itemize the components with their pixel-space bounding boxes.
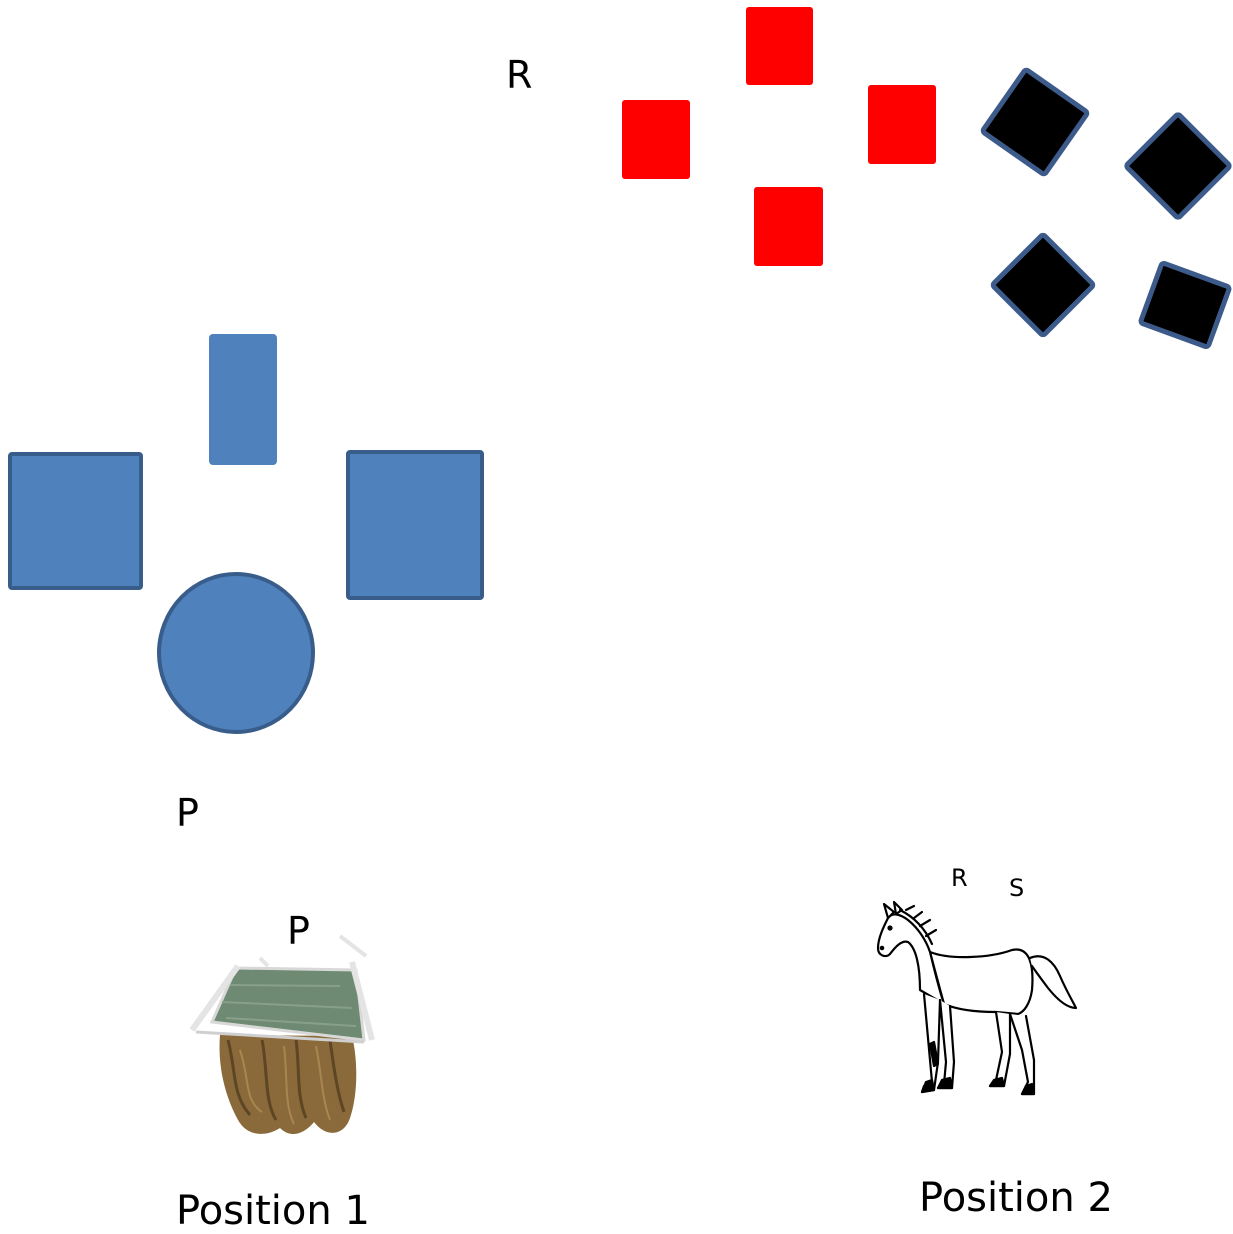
- label-s-horse: S: [1009, 874, 1025, 902]
- black-square-4: [1138, 260, 1232, 350]
- haynet-icon: [189, 934, 375, 1135]
- red-rectangle-bottom: [754, 187, 823, 266]
- blue-square-left: [8, 452, 143, 590]
- red-rectangle-right: [868, 85, 936, 164]
- label-p-middle: P: [176, 791, 199, 835]
- black-square-1: [980, 67, 1090, 177]
- label-r-top: R: [506, 53, 533, 97]
- red-rectangle-top: [746, 7, 813, 85]
- blue-square-right: [346, 450, 484, 600]
- horse-icon: [876, 900, 1078, 1096]
- label-p-haynet: P: [287, 909, 310, 953]
- black-square-2: [1124, 112, 1232, 220]
- red-rectangle-left: [622, 100, 690, 179]
- red-rectangles-group: [622, 7, 936, 266]
- black-squares-group: [980, 67, 1232, 350]
- label-r-horse: R: [951, 864, 968, 892]
- label-position-2: Position 2: [919, 1175, 1113, 1221]
- black-square-3: [990, 232, 1096, 338]
- blue-shapes-group: [8, 334, 484, 734]
- blue-circle: [157, 572, 315, 734]
- label-position-1: Position 1: [176, 1188, 370, 1234]
- blue-rectangle-tall: [209, 334, 277, 465]
